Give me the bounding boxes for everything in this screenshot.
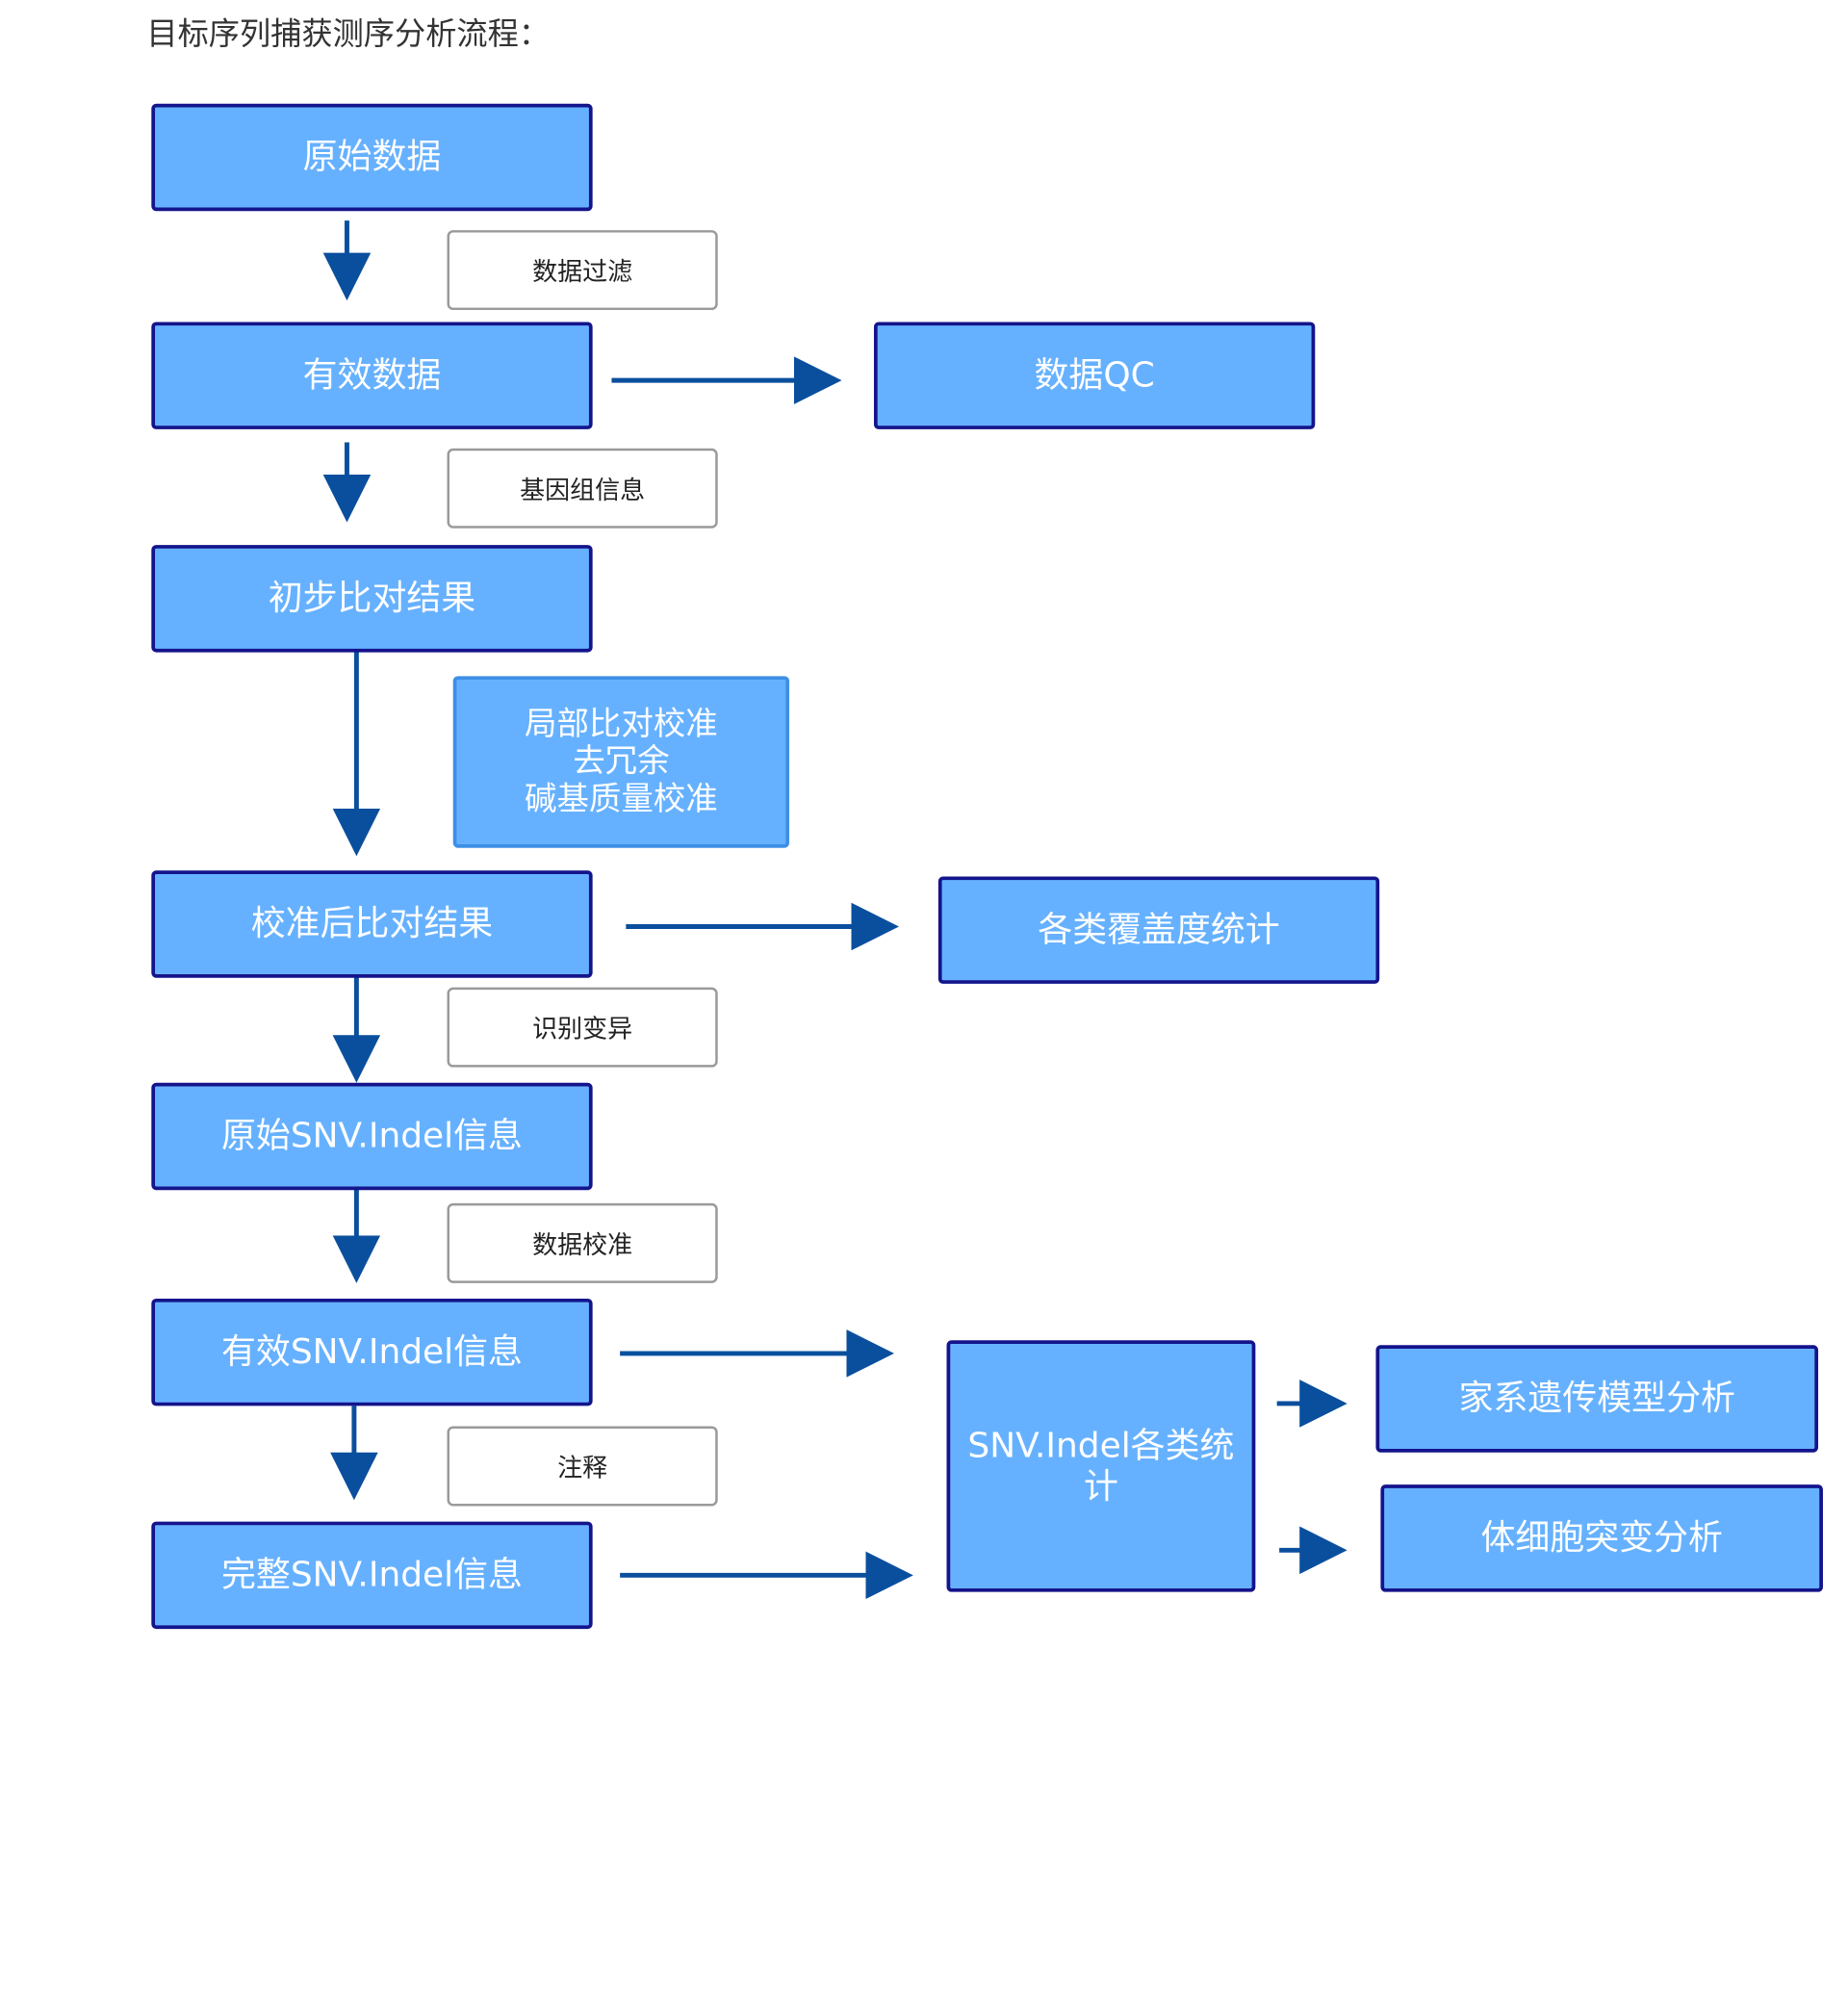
step-label-genome-info: 基因组信息	[447, 448, 718, 529]
node-raw-snv-indel: 原始SNV.Indel信息	[151, 1082, 593, 1191]
step-label-data-filter: 数据过滤	[447, 230, 718, 311]
node-complete-snv-indel-label: 完整SNV.Indel信息	[220, 1554, 523, 1595]
node-data-qc: 数据QC	[873, 322, 1316, 429]
node-family-model: 家系遗传模型分析	[1375, 1345, 1819, 1453]
node-raw-data: 原始数据	[151, 103, 593, 212]
calibration-step-bqsr: 碱基质量校准	[525, 780, 718, 818]
flow-arrows	[322, 220, 1348, 1600]
node-raw-data-label: 原始数据	[302, 136, 442, 177]
node-data-qc-label: 数据QC	[1034, 354, 1155, 396]
node-initial-alignment-label: 初步比对结果	[268, 577, 476, 619]
calibration-step-dedup: 去冗余	[573, 743, 670, 781]
node-calibrated-alignment-label: 校准后比对结果	[250, 903, 494, 944]
node-snv-indel-stats-label: SNV.Indel各类统计	[967, 1425, 1235, 1506]
node-valid-snv-indel-label: 有效SNV.Indel信息	[220, 1330, 523, 1372]
node-valid-data: 有效数据	[151, 322, 593, 429]
node-calibration-steps: 局部比对校准 去冗余 碱基质量校准	[452, 676, 790, 848]
node-raw-snv-indel-label: 原始SNV.Indel信息	[220, 1115, 523, 1156]
node-calibrated-alignment: 校准后比对结果	[151, 870, 593, 978]
node-valid-snv-indel: 有效SNV.Indel信息	[151, 1298, 593, 1406]
node-snv-indel-stats: SNV.Indel各类统计	[946, 1340, 1256, 1592]
node-complete-snv-indel: 完整SNV.Indel信息	[151, 1521, 593, 1630]
calibration-step-local-realign: 局部比对校准	[525, 706, 718, 744]
node-valid-data-label: 有效数据	[302, 354, 442, 396]
step-label-annotation-text: 注释	[557, 1453, 608, 1483]
page-title: 目标序列捕获测序分析流程：	[146, 16, 551, 53]
node-coverage-stats-label: 各类覆盖度统计	[1038, 909, 1280, 950]
step-label-data-filter-text: 数据过滤	[532, 256, 633, 286]
node-family-model-label: 家系遗传模型分析	[1458, 1378, 1735, 1419]
node-somatic-mutation-label: 体细胞突变分析	[1480, 1517, 1723, 1559]
step-label-genome-info-text: 基因组信息	[520, 475, 646, 504]
step-label-data-calibration-text: 数据校准	[532, 1229, 633, 1259]
step-label-call-variants: 识别变异	[447, 987, 718, 1068]
step-label-data-calibration: 数据校准	[447, 1202, 718, 1283]
node-somatic-mutation: 体细胞突变分析	[1380, 1484, 1823, 1592]
node-coverage-stats: 各类覆盖度统计	[937, 876, 1380, 984]
node-initial-alignment: 初步比对结果	[151, 545, 593, 653]
step-label-annotation: 注释	[447, 1426, 718, 1507]
step-label-call-variants-text: 识别变异	[532, 1014, 633, 1044]
